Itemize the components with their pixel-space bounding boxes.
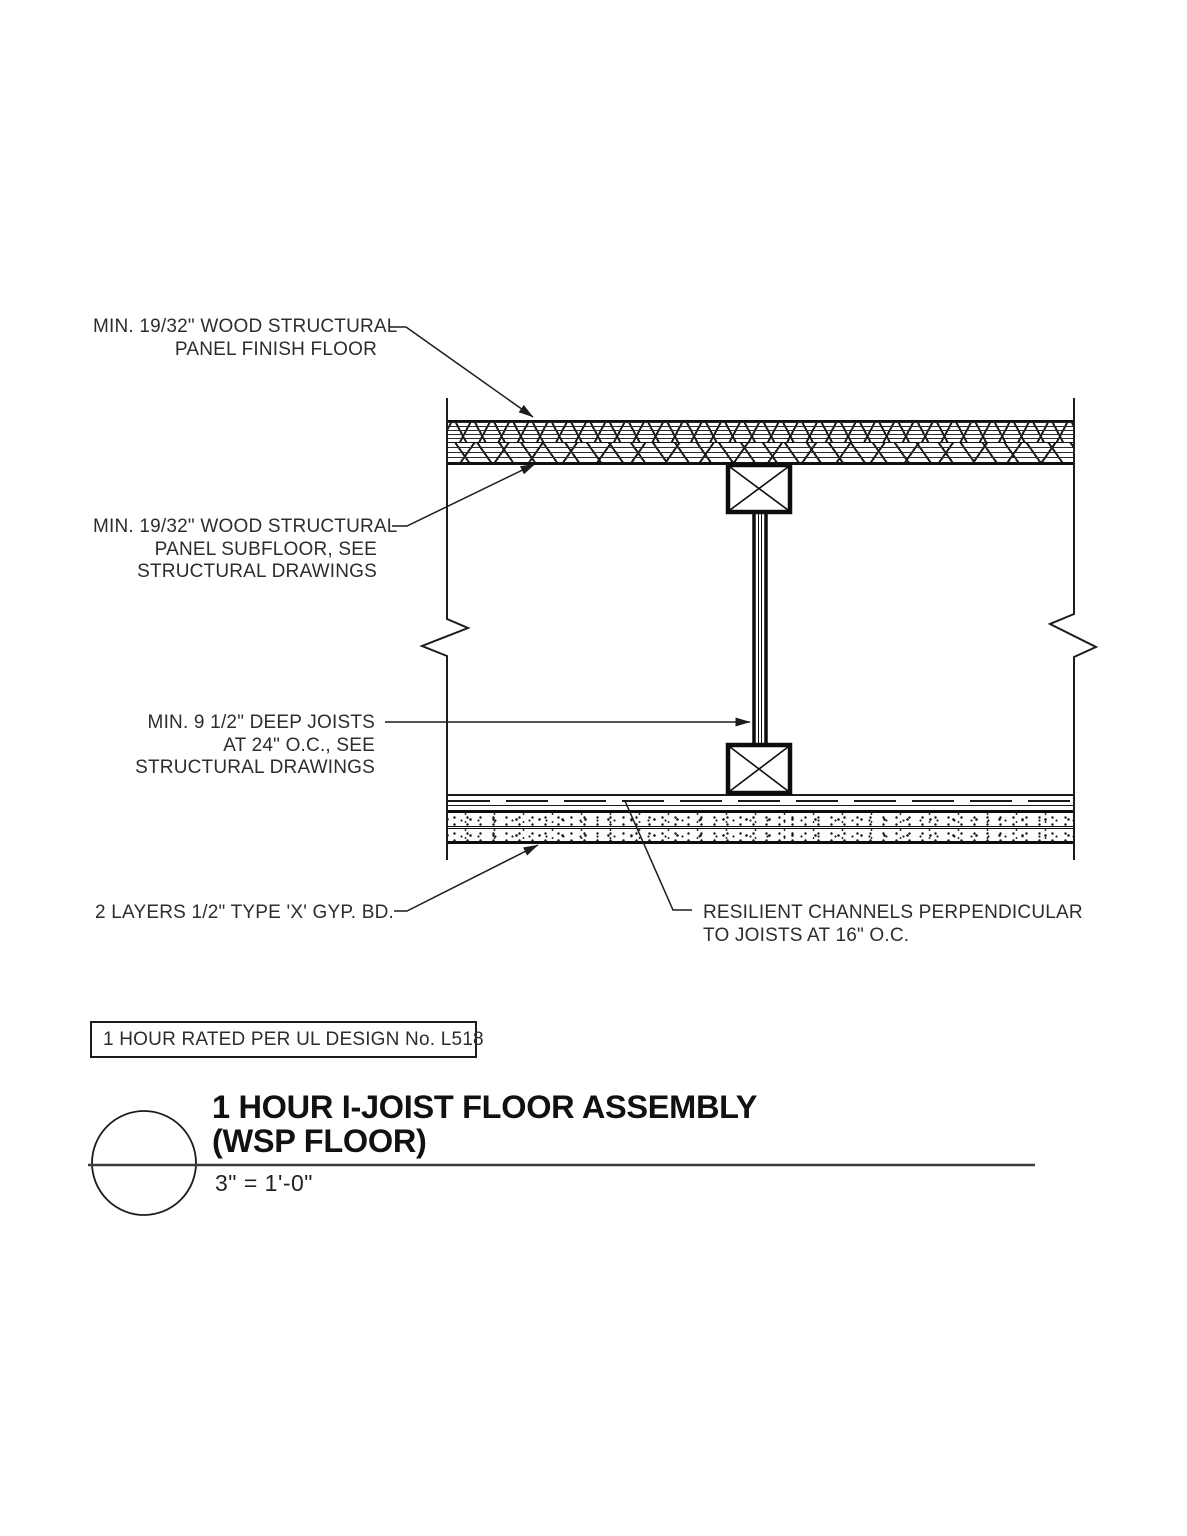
finish-floor-panel-hatch <box>448 420 1075 443</box>
subfloor-panel-hatch <box>448 443 1075 465</box>
callout-resilient-channels-line: RESILIENT CHANNELS PERPENDICULAR <box>703 902 1083 923</box>
leader-gypsum <box>394 844 539 912</box>
ceiling-line-upper <box>448 794 1075 796</box>
i-joist <box>725 462 793 796</box>
ceiling-line-lower <box>448 805 1075 806</box>
callout-subfloor-line: PANEL SUBFLOOR, SEE <box>154 538 377 560</box>
callout-subfloor: MIN. 19/32" WOOD STRUCTURAL PANEL SUBFLO… <box>93 516 398 584</box>
ul-rating-box: 1 HOUR RATED PER UL DESIGN No. L518 <box>90 1021 484 1058</box>
ul-rating-label: 1 HOUR RATED PER UL DESIGN No. L518 <box>103 1028 484 1050</box>
callout-subfloor-line: MIN. 19/32" WOOD STRUCTURAL <box>93 516 398 537</box>
callout-subfloor-line: STRUCTURAL DRAWINGS <box>137 561 377 582</box>
callout-joists-line: STRUCTURAL DRAWINGS <box>135 757 375 778</box>
callout-finish-floor-line: MIN. 19/32" WOOD STRUCTURAL <box>93 316 398 337</box>
callout-finish-floor-line: PANEL FINISH FLOOR <box>174 338 377 360</box>
callout-joists-line: MIN. 9 1/2" DEEP JOISTS <box>147 712 375 733</box>
left-break-line <box>419 398 471 860</box>
leader-finish-floor <box>390 326 534 418</box>
callout-resilient-channels: RESILIENT CHANNELS PERPENDICULAR TO JOIS… <box>703 902 1083 947</box>
callout-joists: MIN. 9 1/2" DEEP JOISTS AT 24" O.C., SEE… <box>93 712 375 780</box>
detail-title: 1 HOUR I-JOIST FLOOR ASSEMBLY (WSP FLOOR… <box>212 1090 972 1158</box>
detail-scale: 3" = 1'-0" <box>215 1170 313 1197</box>
detail-title-line1: 1 HOUR I-JOIST FLOOR ASSEMBLY <box>212 1089 758 1125</box>
callout-gypsum-line: 2 LAYERS 1/2" TYPE 'X' GYP. BD. <box>95 902 395 923</box>
resilient-channel-dashed-line <box>448 800 1075 802</box>
detail-scale-value: 3" = 1'-0" <box>215 1170 313 1196</box>
callout-resilient-channels-line: TO JOISTS AT 16" O.C. <box>703 924 910 946</box>
leader-subfloor <box>392 463 536 527</box>
callout-gypsum: 2 LAYERS 1/2" TYPE 'X' GYP. BD. <box>95 902 394 925</box>
gypsum-board-layer-1 <box>448 810 1075 827</box>
i-joist-bottom-flange <box>725 742 793 796</box>
i-joist-top-flange <box>725 462 793 515</box>
detail-title-line2: (WSP FLOOR) <box>212 1123 427 1159</box>
callout-finish-floor: MIN. 19/32" WOOD STRUCTURAL PANEL FINISH… <box>93 316 398 361</box>
right-break-line <box>1047 398 1099 860</box>
gypsum-board-layer-2 <box>448 828 1075 844</box>
i-joist-web <box>752 512 768 748</box>
callout-joists-line: AT 24" O.C., SEE <box>223 734 375 756</box>
